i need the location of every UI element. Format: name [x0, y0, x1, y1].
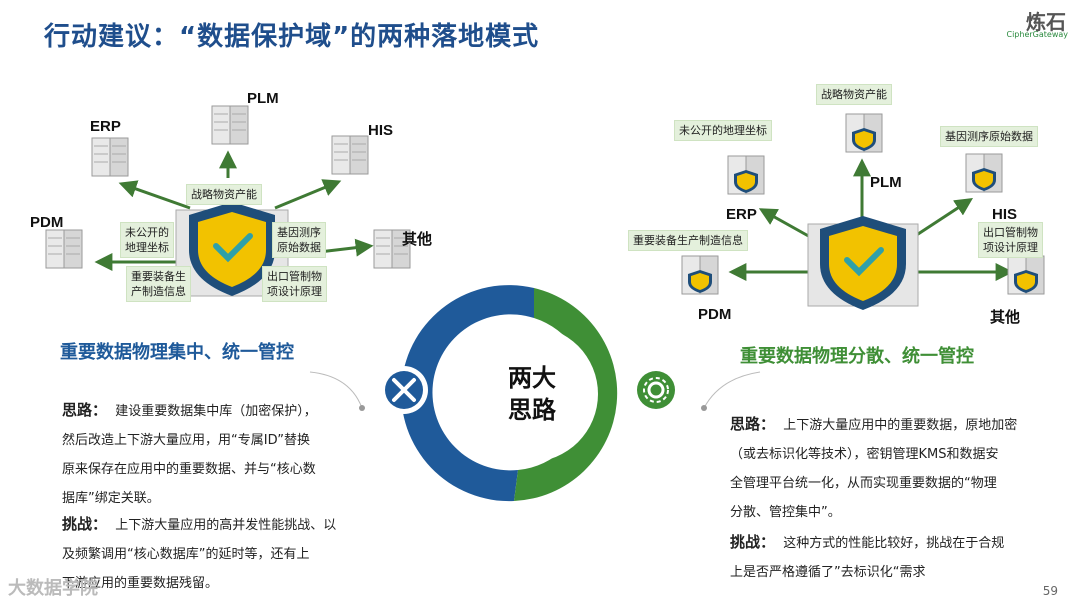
- right-idea-text: 思路： 上下游大量应用中的重要数据，原地加密 （或去标识化等技术），密钥管理KM…: [730, 415, 1018, 520]
- plm-server-icon: [211, 105, 249, 145]
- brand-logo-en: CipherGateway: [1006, 30, 1068, 39]
- left-challenge-text: 挑战： 上下游大量应用的高并发性能挑战、以 及频繁调用“核心数据库”的延时等，还…: [62, 515, 337, 591]
- right-idea-label: 思路：: [730, 415, 776, 433]
- left-tag-geo: 未公开的地理坐标: [120, 222, 174, 258]
- right-erp-server-icon: [727, 155, 765, 195]
- connector-lines: [309, 371, 761, 411]
- his-server-icon: [331, 135, 369, 175]
- right-plm-label: PLM: [870, 174, 902, 191]
- watermark: 大数据学院: [8, 578, 98, 599]
- right-his-label: HIS: [992, 206, 1018, 223]
- right-tag-equip: 重要装备生产制造信息: [628, 230, 748, 251]
- erp-server-icon: [91, 137, 129, 177]
- left-tag-export: 出口管制物项设计原理: [262, 266, 327, 302]
- right-tag-geo: 未公开的地理坐标: [674, 120, 772, 141]
- right-tag-export: 出口管制物项设计原理: [978, 222, 1043, 258]
- right-challenge-text: 挑战： 这种方式的性能比较好，挑战在于合规 上是否严格遵循了”去标识化“需求: [730, 533, 1005, 580]
- page-number: 59: [1042, 584, 1058, 598]
- left-other-label: 其他: [402, 231, 433, 248]
- right-other-label: 其他: [990, 309, 1021, 326]
- right-heading: 重要数据物理分散、统一管控: [740, 346, 974, 367]
- right-other-server-icon: [1007, 255, 1045, 295]
- right-pdm-server-icon: [681, 255, 719, 295]
- gear-icon: [637, 371, 675, 409]
- left-diagram: [45, 105, 411, 297]
- left-pdm-label: PDM: [30, 214, 64, 231]
- pdm-server-icon: [45, 229, 83, 269]
- center-ring: [380, 285, 680, 502]
- left-tag-gene: 基因测序原始数据: [272, 222, 326, 258]
- brand-logo: 炼石: [1026, 10, 1066, 34]
- left-tag-strategic: 战略物资产能: [186, 184, 262, 205]
- center-title: 两大 思路: [508, 364, 556, 424]
- left-challenge-label: 挑战：: [62, 515, 108, 533]
- right-diagram: [681, 113, 1045, 310]
- left-his-label: HIS: [368, 122, 394, 139]
- right-his-server-icon: [965, 153, 1003, 193]
- left-tag-equip: 重要装备生产制造信息: [126, 266, 191, 302]
- left-plm-label: PLM: [247, 90, 279, 107]
- left-erp-label: ERP: [90, 118, 121, 135]
- left-heading: 重要数据物理集中、统一管控: [60, 342, 294, 363]
- right-plm-server-icon: [845, 113, 883, 153]
- right-challenge-label: 挑战：: [730, 533, 776, 551]
- page-title: 行动建议：“数据保护域”的两种落地模式: [44, 22, 540, 52]
- right-pdm-label: PDM: [698, 306, 732, 323]
- right-tag-strategic: 战略物资产能: [816, 84, 892, 105]
- left-idea-text: 思路： 建设重要数据集中库（加密保护）， 然后改造上下游大量应用，用“专属ID”…: [62, 401, 317, 506]
- right-tag-gene: 基因测序原始数据: [940, 126, 1038, 147]
- right-erp-label: ERP: [726, 206, 757, 223]
- left-idea-label: 思路：: [62, 401, 108, 419]
